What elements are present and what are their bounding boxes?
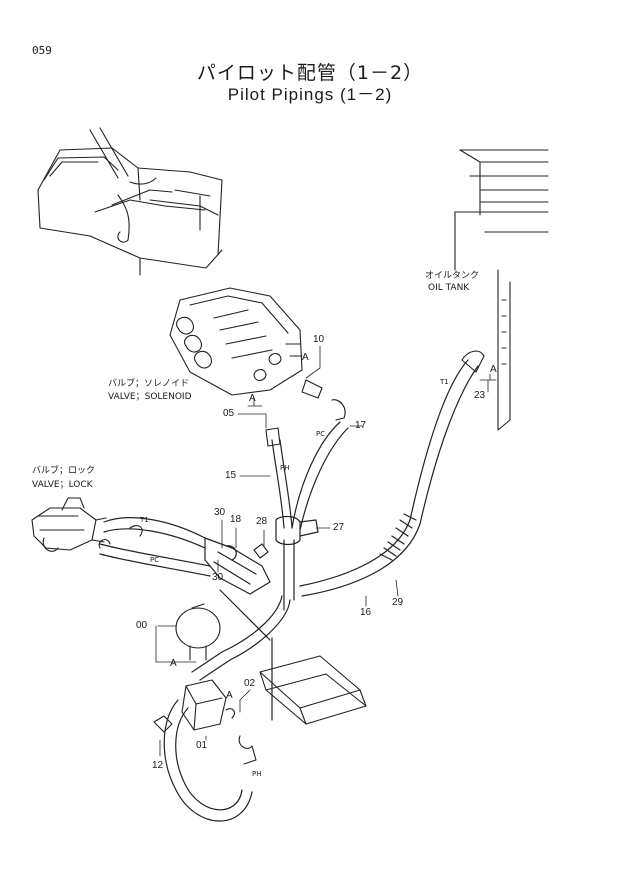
callout-27: 27 [333,522,345,533]
callout-28: 28 [256,516,268,527]
callout-15: 15 [225,470,237,481]
oil-tank-outline [454,149,549,431]
manifold-block-drawing [181,679,235,731]
oil-tank-label-jp: オイルタンク [425,271,480,281]
valve-lock-label-jp: バルブ；ロック [32,466,96,476]
mark-t1-tank: T1 [440,378,449,386]
callout-30-upper: 30 [214,507,226,518]
hose-lines [99,359,479,822]
callout-leaders [155,345,497,757]
callout-01: 01 [196,740,208,751]
mark-a-05: A [249,393,256,404]
callout-02: 02 [244,678,256,689]
callout-12: 12 [152,760,164,771]
mark-a-23: A [490,364,497,375]
excavator-inset [37,127,223,276]
callout-30-lower: 30 [212,572,224,583]
callout-10: 10 [313,334,325,345]
base-plate-drawing [259,655,367,725]
callout-29: 29 [392,597,404,608]
mark-a-02: A [226,690,233,701]
title-japanese: パイロット配管（1－2） [196,62,424,84]
mark-a-00: A [170,658,177,669]
valve-solenoid-label-en: VALVE；SOLENOID [108,392,192,402]
fittings [98,350,485,765]
callout-00: 00 [136,620,148,631]
valve-solenoid-label-jp: バルブ；ソレノイド [108,379,190,389]
mark-ph-15: PH [280,464,290,472]
mark-pc-17: PC [316,430,326,438]
solenoid-valve-drawing [169,287,303,396]
lock-valve-drawing [31,497,107,552]
accumulator-drawing [175,603,221,661]
oil-tank-label-en: OIL TANK [428,283,470,293]
title-english: Pilot Pipings (1－2) [227,85,393,104]
callout-17: 17 [355,420,367,431]
valve-lock-label-en: VALVE；LOCK [32,480,93,490]
callout-05: 05 [223,408,235,419]
mark-t1-lock: T1 [140,516,149,524]
callout-16: 16 [360,607,372,618]
page-number: 059 [32,44,52,57]
mark-a-10: A [302,352,309,363]
callout-23: 23 [474,390,486,401]
mark-ph-12: PH [252,770,262,778]
callout-18: 18 [230,514,242,525]
mark-pc-lock: PC [150,556,160,564]
